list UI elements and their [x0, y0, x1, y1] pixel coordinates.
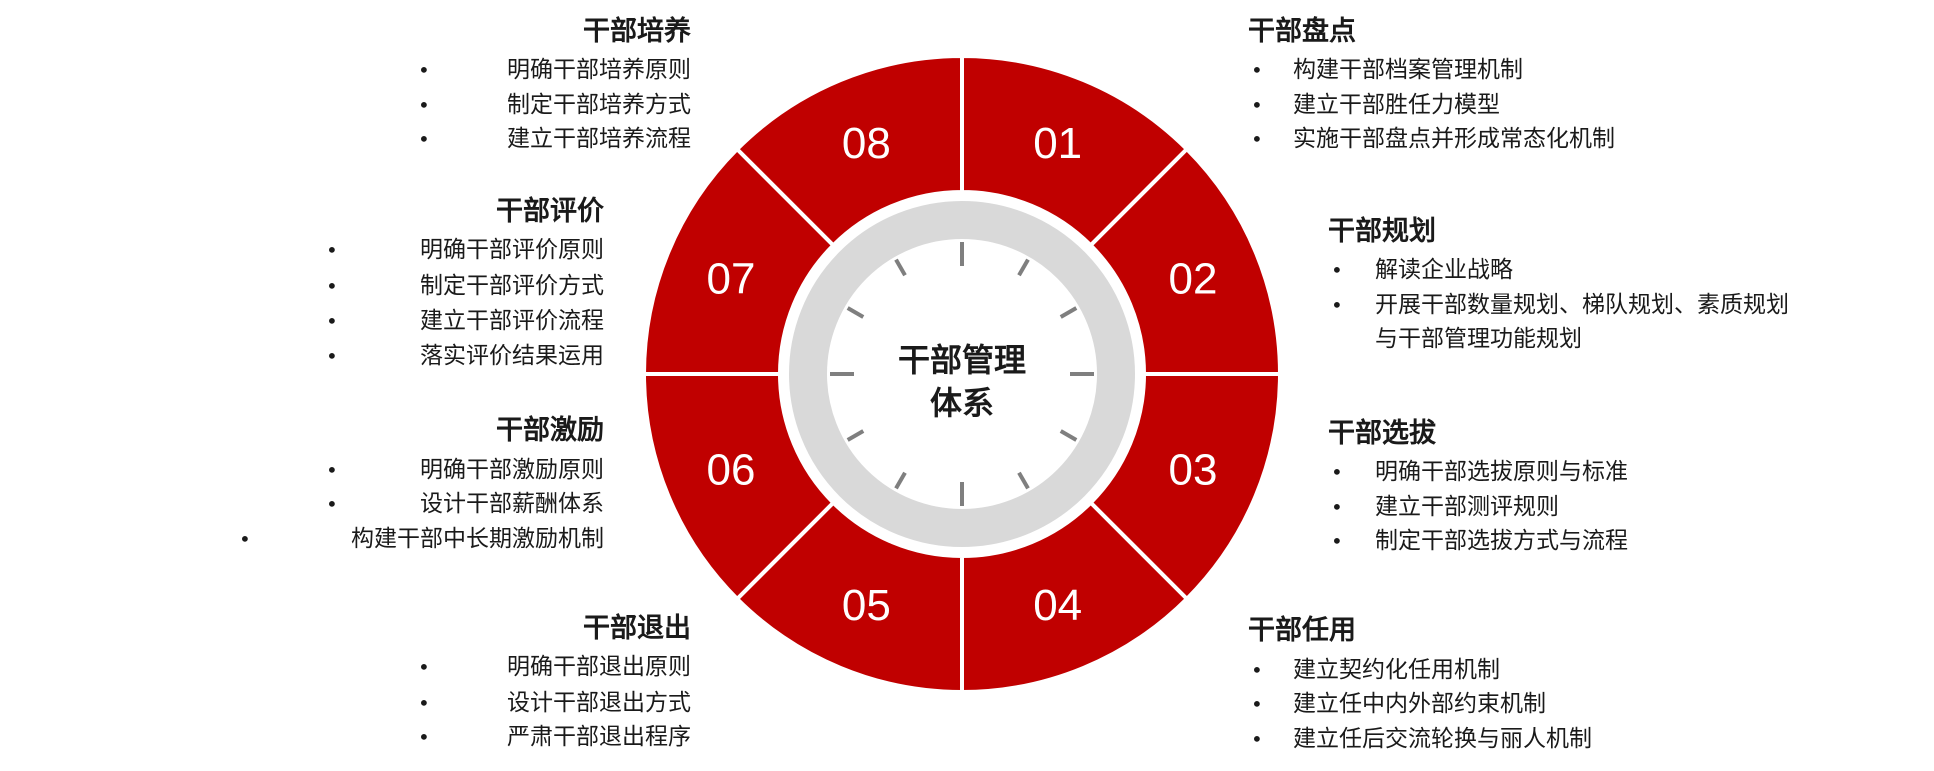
segment-number-07: 07 — [707, 254, 756, 303]
block-title-07: 干部评价 — [496, 196, 604, 227]
list-item: 设计干部退出方式 — [507, 690, 691, 716]
segment-number-04: 04 — [1033, 581, 1082, 630]
gray-ring — [789, 201, 1135, 547]
list-item: 建立任中内外部约束机制 — [1293, 691, 1546, 717]
list-item: 建立干部测评规则 — [1375, 494, 1559, 520]
bullet-icon: • — [418, 58, 430, 82]
block-title-04: 干部任用 — [1248, 615, 1356, 646]
list-item: 设计干部薪酬体系 — [420, 491, 604, 517]
bullet-icon: • — [1251, 93, 1263, 117]
bullet-icon: • — [326, 274, 338, 298]
clock-tick — [894, 258, 907, 277]
list-item: 构建干部档案管理机制 — [1293, 57, 1523, 83]
bullet-icon: • — [418, 691, 430, 715]
list-item: 制定干部评价方式 — [420, 273, 604, 299]
bullet-icon: • — [1331, 293, 1343, 317]
bullet-icon: • — [239, 527, 251, 551]
bullet-icon: • — [1251, 127, 1263, 151]
segment-number-03: 03 — [1168, 446, 1217, 495]
list-item: 建立干部培养流程 — [507, 126, 691, 152]
clock-tick — [1017, 258, 1030, 277]
bullet-icon: • — [1251, 658, 1263, 682]
bullet-icon: • — [418, 655, 430, 679]
bullet-icon: • — [1331, 258, 1343, 282]
segment-number-02: 02 — [1168, 254, 1217, 303]
list-item: 与干部管理功能规划 — [1375, 326, 1582, 352]
list-item: 解读企业战略 — [1375, 257, 1513, 283]
bullet-icon: • — [1331, 529, 1343, 553]
bullet-icon: • — [418, 725, 430, 749]
bullet-icon: • — [1251, 727, 1263, 751]
clock-tick — [1059, 429, 1078, 442]
list-item: 明确干部培养原则 — [507, 57, 691, 83]
block-title-02: 干部规划 — [1328, 216, 1436, 247]
block-title-06: 干部激励 — [496, 415, 604, 446]
bullet-icon: • — [326, 492, 338, 516]
list-item: 实施干部盘点并形成常态化机制 — [1293, 126, 1615, 152]
list-item: 建立契约化任用机制 — [1293, 657, 1500, 683]
segment-number-06: 06 — [707, 446, 756, 495]
bullet-icon: • — [1251, 58, 1263, 82]
bullet-icon: • — [418, 127, 430, 151]
list-item: 明确干部激励原则 — [420, 457, 604, 483]
segment-number-01: 01 — [1033, 119, 1082, 168]
segment-number-05: 05 — [842, 581, 891, 630]
clock-tick — [1017, 471, 1030, 490]
block-title-03: 干部选拔 — [1328, 418, 1436, 449]
list-item: 制定干部选拔方式与流程 — [1375, 528, 1628, 554]
bullet-icon: • — [326, 309, 338, 333]
segment-08 — [734, 53, 964, 249]
clock-tick — [846, 306, 865, 319]
list-item: 建立干部评价流程 — [420, 308, 604, 334]
list-item: 建立任后交流轮换与丽人机制 — [1293, 726, 1592, 752]
bullet-icon: • — [1331, 495, 1343, 519]
list-item: 明确干部退出原则 — [507, 654, 691, 680]
list-item: 制定干部培养方式 — [507, 92, 691, 118]
center-title-line2: 体系 — [929, 384, 994, 422]
block-title-05: 干部退出 — [583, 613, 691, 644]
block-title-08: 干部培养 — [583, 16, 691, 47]
clock-tick — [1059, 306, 1078, 319]
bullet-icon: • — [326, 344, 338, 368]
bullet-icon: • — [418, 93, 430, 117]
bullet-icon: • — [326, 458, 338, 482]
bullet-icon: • — [326, 238, 338, 262]
clock-tick — [894, 471, 907, 490]
clock-tick — [846, 429, 865, 442]
list-item: 落实评价结果运用 — [420, 343, 604, 369]
list-item: 开展干部数量规划、梯队规划、素质规划 — [1375, 292, 1789, 318]
segment-number-08: 08 — [842, 119, 891, 168]
block-title-01: 干部盘点 — [1248, 16, 1356, 47]
inner-circle — [828, 240, 1096, 508]
list-item: 构建干部中长期激励机制 — [351, 526, 604, 552]
list-item: 明确干部评价原则 — [420, 237, 604, 263]
list-item: 建立干部胜任力模型 — [1293, 92, 1500, 118]
bullet-icon: • — [1331, 460, 1343, 484]
list-item: 严肃干部退出程序 — [507, 724, 691, 750]
bullet-icon: • — [1251, 692, 1263, 716]
center-title-line1: 干部管理 — [897, 341, 1026, 379]
list-item: 明确干部选拔原则与标准 — [1375, 459, 1628, 485]
